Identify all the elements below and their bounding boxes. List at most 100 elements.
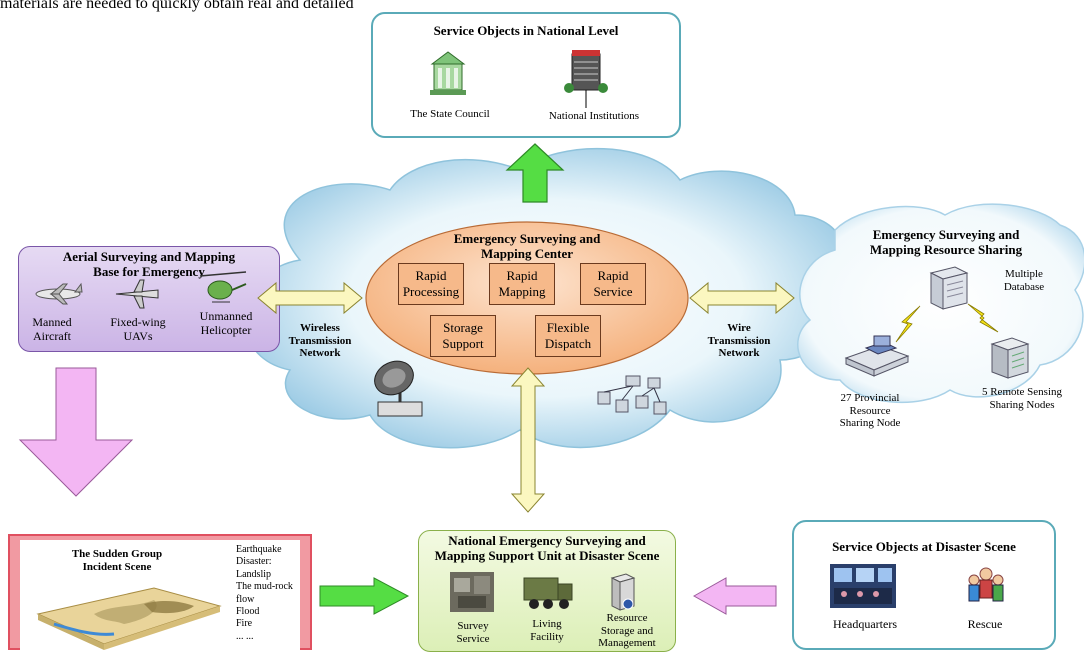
national-level-box xyxy=(371,12,681,138)
label-line: Resource xyxy=(606,612,648,624)
resource-storage-icon xyxy=(610,573,636,611)
arrow-center-to-national xyxy=(505,143,565,203)
arrow-incident-to-support xyxy=(319,577,410,615)
label-line: Fixed-wing xyxy=(110,315,166,329)
label-line: Sharing Node xyxy=(839,417,901,430)
label-line: Multiple xyxy=(1005,268,1043,280)
support-title-line2: Mapping Support Unit at Disaster Scene xyxy=(434,547,660,563)
label-line: Database xyxy=(1003,280,1045,293)
cell-line: Mapping xyxy=(498,284,546,299)
cell-line: Rapid xyxy=(597,268,629,284)
arrow-center-support xyxy=(510,367,546,513)
cell-line: Support xyxy=(442,336,484,351)
terrain-map-icon xyxy=(36,587,222,650)
label-line: 5 Remote Sensing xyxy=(981,386,1063,398)
label-line: Unmanned xyxy=(199,309,253,323)
label-line: UAVs xyxy=(123,328,153,343)
label-line: Resource xyxy=(849,404,891,417)
lightning-icon-right xyxy=(967,303,999,333)
disaster-item: Fire xyxy=(236,618,253,630)
network-icon xyxy=(597,375,667,415)
cell-line: Dispatch xyxy=(544,336,592,351)
unmanned-helicopter-icon xyxy=(199,271,247,303)
disaster-item: The mud-rock xyxy=(236,581,293,593)
label-line: Survey xyxy=(457,620,489,632)
label-line: Network xyxy=(718,347,760,360)
cell-line: Storage xyxy=(443,320,483,336)
label-line: Wire xyxy=(727,322,751,334)
living-facility-icon xyxy=(523,577,573,609)
lightning-icon-left xyxy=(895,305,921,343)
label-line: Network xyxy=(299,347,341,360)
aerial-base-title: Aerial Surveying and Mapping Base for Em… xyxy=(18,249,280,280)
label-line: Living xyxy=(532,618,562,630)
label-line: Transmission xyxy=(288,334,352,347)
provincial-node-icon xyxy=(844,335,910,377)
database-server-icon xyxy=(929,266,969,310)
aerial-base-title-line1: Aerial Surveying and Mapping xyxy=(62,249,236,264)
satellite-dish-icon xyxy=(374,360,423,417)
disaster-item: Earthquake xyxy=(236,544,282,555)
disaster-scene-title: Service Objects at Disaster Scene xyxy=(832,539,1016,554)
top-text: materials are needed to quickly obtain r… xyxy=(0,0,354,12)
disaster-item: flow xyxy=(236,593,255,605)
label-line: Sharing Nodes xyxy=(989,398,1055,411)
disaster-item: Disaster: xyxy=(236,556,272,568)
headquarters-label: Headquarters xyxy=(833,617,897,631)
label-line: Manned xyxy=(32,315,72,329)
label-line: 27 Provincial xyxy=(840,392,900,404)
label-line: Management xyxy=(598,637,656,650)
headquarters-icon xyxy=(830,564,896,608)
disaster-list: Earthquake Disaster: Landslip The mud-ro… xyxy=(236,544,293,643)
center-title-line1: Emergency Surveying and xyxy=(453,231,601,246)
center-title-line2: Mapping Center xyxy=(480,245,574,261)
state-council-label: The State Council xyxy=(410,108,490,120)
incident-title-line2: Incident Scene xyxy=(82,560,152,573)
remote-sensing-node-icon xyxy=(990,337,1030,379)
label-line: Service xyxy=(456,632,490,645)
resource-sharing-title-line1: Emergency Surveying and xyxy=(872,227,1020,242)
label-line: Helicopter xyxy=(200,322,252,337)
incident-title-line1: The Sudden Group xyxy=(71,548,163,560)
support-title-line1: National Emergency Surveying and xyxy=(448,533,646,548)
disaster-item: Flood xyxy=(236,606,260,618)
cell-line: Flexible xyxy=(546,320,590,336)
disaster-item: Landslip xyxy=(236,568,271,580)
state-council-icon xyxy=(430,51,466,95)
cell-line: Rapid xyxy=(506,268,538,284)
label-line: Aircraft xyxy=(33,328,71,343)
fixed-wing-uav-icon xyxy=(115,279,159,309)
cell-line: Processing xyxy=(402,284,460,299)
resource-sharing-title-line2: Mapping Resource Sharing xyxy=(869,241,1023,257)
cell-line: Rapid xyxy=(415,268,447,284)
survey-service-icon xyxy=(450,572,494,612)
national-institutions-icon xyxy=(564,50,608,108)
rescue-icon xyxy=(968,567,1004,602)
label-line: Facility xyxy=(530,630,564,643)
arrow-aerial-to-incident xyxy=(18,367,134,497)
incident-scene-title: The Sudden Group Incident Scene xyxy=(42,548,192,573)
center-title: Emergency Surveying and Mapping Center xyxy=(364,231,690,262)
arrow-center-sharing xyxy=(689,281,795,315)
rescue-label: Rescue xyxy=(967,617,1003,631)
label-line: Transmission xyxy=(707,334,771,347)
national-institutions-label: National Institutions xyxy=(548,110,640,122)
label-line: Storage and xyxy=(600,624,654,637)
arrow-aerial-center xyxy=(257,281,363,315)
disaster-item: ... ... xyxy=(236,630,254,642)
label-line: Wireless xyxy=(300,322,340,334)
national-level-title: Service Objects in National Level xyxy=(433,23,619,38)
